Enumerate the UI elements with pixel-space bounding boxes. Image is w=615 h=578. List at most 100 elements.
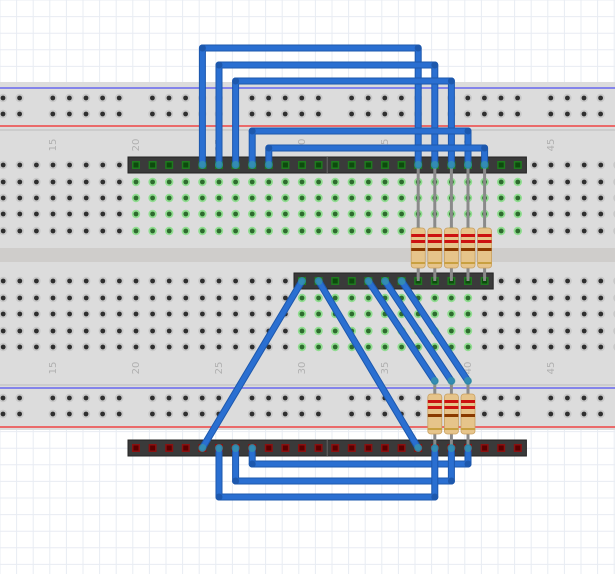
hole[interactable] [0, 95, 6, 101]
hole[interactable] [17, 228, 23, 234]
hole[interactable] [133, 278, 139, 284]
wire-bendpoint[interactable] [414, 44, 422, 52]
hole[interactable] [233, 328, 239, 334]
hole[interactable] [565, 344, 570, 350]
wire-bendpoint[interactable] [464, 127, 472, 135]
wire[interactable] [198, 44, 423, 170]
hole[interactable] [482, 295, 487, 301]
hole[interactable] [34, 228, 39, 234]
hole[interactable] [282, 111, 288, 117]
hole[interactable] [515, 179, 521, 185]
hole[interactable] [67, 111, 72, 117]
hole[interactable] [150, 278, 156, 284]
hole[interactable] [249, 111, 255, 117]
hole[interactable] [266, 211, 272, 217]
hole[interactable] [598, 211, 604, 217]
hole[interactable] [565, 395, 570, 401]
wire-endpoint[interactable] [447, 161, 456, 169]
hole[interactable] [83, 111, 89, 117]
wire-endpoint[interactable] [248, 161, 257, 169]
hole[interactable] [200, 311, 205, 317]
hole[interactable] [0, 211, 6, 217]
hole[interactable] [133, 195, 139, 201]
hole[interactable] [233, 179, 239, 185]
hole[interactable] [100, 311, 106, 317]
hole[interactable] [532, 278, 537, 284]
wire-endpoint[interactable] [231, 444, 240, 452]
hole[interactable] [332, 179, 338, 185]
wire[interactable] [397, 277, 472, 385]
hole[interactable] [249, 395, 255, 401]
hole[interactable] [116, 111, 122, 117]
hole[interactable] [83, 162, 89, 168]
hole[interactable] [117, 162, 122, 168]
hole[interactable] [249, 278, 255, 284]
hole[interactable] [515, 344, 521, 350]
hole[interactable] [465, 344, 471, 350]
hole[interactable] [166, 179, 172, 185]
hole[interactable] [83, 179, 89, 185]
hole[interactable] [266, 111, 271, 117]
hole[interactable] [100, 179, 106, 185]
hole[interactable] [598, 344, 604, 350]
hole[interactable] [548, 278, 554, 284]
hole[interactable] [498, 328, 504, 334]
hole[interactable] [249, 211, 255, 217]
hole[interactable] [0, 228, 6, 234]
hole[interactable] [266, 95, 271, 101]
hole[interactable] [482, 328, 487, 334]
hole[interactable] [299, 111, 305, 117]
hole[interactable] [366, 228, 371, 234]
hole[interactable] [67, 162, 72, 168]
hole[interactable] [100, 295, 106, 301]
hole[interactable] [34, 211, 39, 217]
hole[interactable] [83, 195, 89, 201]
hole[interactable] [299, 228, 305, 234]
hole[interactable] [299, 295, 305, 301]
hole[interactable] [316, 295, 321, 301]
hole[interactable] [548, 411, 554, 417]
hole[interactable] [83, 278, 89, 284]
hole[interactable] [0, 311, 6, 317]
wire-endpoint[interactable] [464, 161, 472, 169]
hole[interactable] [432, 295, 438, 301]
hole[interactable] [598, 111, 603, 117]
hole[interactable] [498, 311, 504, 317]
hole[interactable] [200, 278, 205, 284]
hole[interactable] [50, 278, 56, 284]
hole[interactable] [565, 228, 570, 234]
hole[interactable] [50, 228, 56, 234]
wire-endpoint[interactable] [414, 161, 423, 169]
hole[interactable] [249, 311, 255, 317]
hole[interactable] [67, 278, 72, 284]
hole[interactable] [183, 95, 189, 101]
wire-endpoint[interactable] [430, 444, 439, 452]
hole[interactable] [150, 295, 156, 301]
hole[interactable] [199, 395, 205, 401]
hole[interactable] [532, 211, 537, 217]
wire-bendpoint[interactable] [265, 144, 273, 152]
hole[interactable] [482, 95, 487, 101]
hole[interactable] [548, 395, 554, 401]
hole[interactable] [565, 328, 570, 334]
wire-endpoint[interactable] [447, 444, 456, 452]
hole[interactable] [532, 195, 537, 201]
hole[interactable] [200, 195, 205, 201]
hole[interactable] [532, 162, 537, 168]
hole[interactable] [565, 162, 570, 168]
hole[interactable] [565, 411, 570, 417]
hole[interactable] [283, 211, 288, 217]
hole[interactable] [299, 195, 305, 201]
hole[interactable] [532, 311, 537, 317]
hole[interactable] [34, 328, 39, 334]
hole[interactable] [565, 95, 570, 101]
hole[interactable] [17, 411, 22, 417]
hole[interactable] [100, 162, 106, 168]
hole[interactable] [532, 179, 537, 185]
hole[interactable] [332, 195, 338, 201]
wire-bendpoint[interactable] [447, 477, 455, 485]
hole[interactable] [233, 278, 239, 284]
hole[interactable] [116, 95, 122, 101]
hole[interactable] [283, 278, 288, 284]
